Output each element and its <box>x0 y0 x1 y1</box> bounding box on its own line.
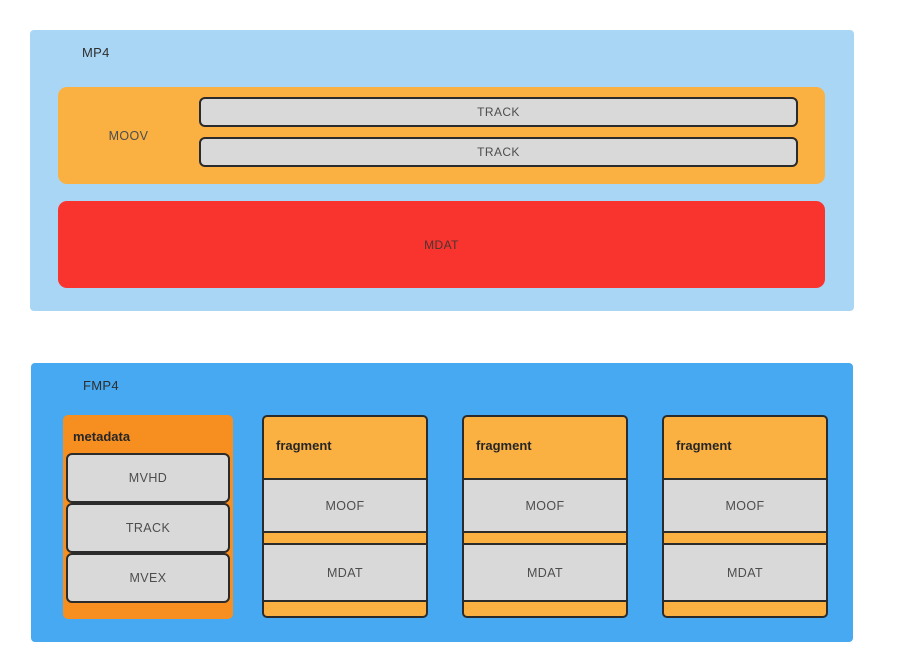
track-box: TRACK <box>199 97 798 127</box>
fragment-label: fragment <box>276 438 332 453</box>
fragment-header: fragment <box>264 417 426 478</box>
fmp4-label: FMP4 <box>83 378 119 393</box>
moov-box: MOOV TRACK TRACK <box>58 87 825 184</box>
mdat-box: MDAT <box>464 543 626 602</box>
fragment-box: fragment MOOF MDAT <box>262 415 428 618</box>
moof-box: MOOF <box>664 478 826 533</box>
fragment-box: fragment MOOF MDAT <box>662 415 828 618</box>
mp4-container: MP4 MOOV TRACK TRACK MDAT <box>30 30 854 311</box>
metadata-box: metadata MVHD TRACK MVEX <box>63 415 233 619</box>
fragment-label: fragment <box>676 438 732 453</box>
moof-box: MOOF <box>464 478 626 533</box>
fragment-gap <box>664 533 826 543</box>
metadata-label: metadata <box>73 429 131 444</box>
fragment-header: fragment <box>464 417 626 478</box>
fmp4-container: FMP4 metadata MVHD TRACK MVEX fragment M… <box>31 363 853 642</box>
fragment-gap <box>264 533 426 543</box>
mp4-label: MP4 <box>82 45 110 60</box>
mdat-box: MDAT <box>664 543 826 602</box>
mdat-box: MDAT <box>58 201 825 288</box>
fragment-gap <box>464 533 626 543</box>
mvhd-box: MVHD <box>66 453 230 503</box>
mvex-box: MVEX <box>66 553 230 603</box>
moof-box: MOOF <box>264 478 426 533</box>
fragment-box: fragment MOOF MDAT <box>462 415 628 618</box>
mdat-box: MDAT <box>264 543 426 602</box>
fragment-header: fragment <box>664 417 826 478</box>
track-box: TRACK <box>66 503 230 553</box>
fragment-label: fragment <box>476 438 532 453</box>
track-box: TRACK <box>199 137 798 167</box>
metadata-stack: MVHD TRACK MVEX <box>66 453 230 603</box>
moov-label: MOOV <box>108 128 149 143</box>
